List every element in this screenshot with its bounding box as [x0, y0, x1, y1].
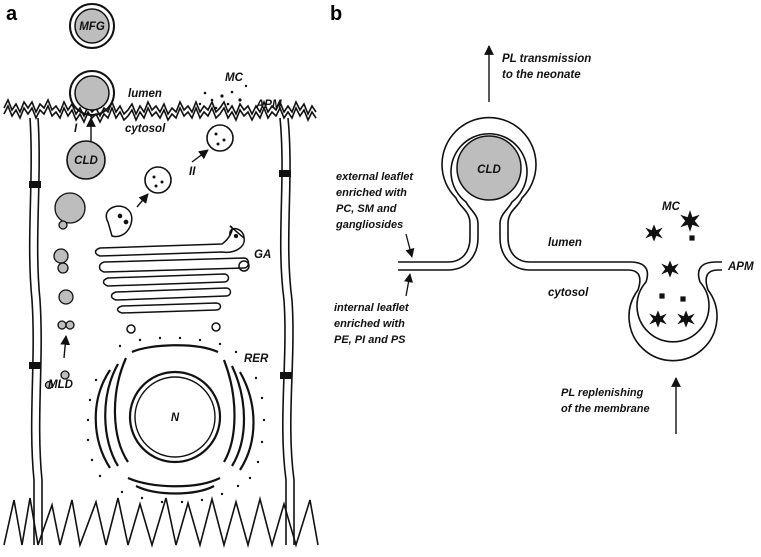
external-leaflet-line-1: external leaflet: [336, 171, 414, 183]
cld-label-b: CLD: [477, 164, 501, 176]
apm-label-b: APM: [727, 261, 754, 273]
vesicle-micelles: [152, 132, 226, 188]
external-leaflet-line-3: PC, SM and: [336, 203, 397, 215]
mfg-label: MFG: [79, 21, 105, 33]
ga-label: GA: [254, 249, 271, 261]
rough-er: [94, 344, 255, 495]
pl-replenishing-line-2: of the membrane: [561, 403, 650, 415]
transport-vesicles: [126, 322, 221, 334]
lipid-droplets: [44, 192, 86, 390]
arrow-mld: [60, 335, 71, 359]
nucleus: N: [128, 370, 222, 464]
arrow-step-2: [191, 149, 209, 163]
internal-leaflet-line-3: PE, PI and PS: [334, 334, 406, 346]
lumen-label-b: lumen: [548, 237, 582, 249]
external-leaflet-line-2: enriched with: [336, 187, 407, 199]
arrow-internal-leaflet: [404, 273, 414, 297]
cytosol-label-a: cytosol: [125, 123, 166, 135]
bilayer-membrane: [398, 116, 722, 362]
step-1-label: I: [74, 123, 78, 135]
panel-a-label: a: [6, 3, 18, 25]
golgi-apparatus: [94, 205, 250, 314]
budding-droplet: [69, 70, 115, 116]
nucleus-label: N: [171, 412, 180, 424]
micelles-b: [645, 210, 700, 328]
step-2-label: II: [189, 166, 196, 178]
cytoplasmic-lipid-droplet: CLD: [66, 140, 106, 180]
milk-fat-globule: MFG: [69, 3, 115, 49]
rer-label: RER: [244, 353, 269, 365]
lateral-membrane-left: [28, 117, 43, 545]
cell-junctions: [29, 170, 292, 379]
apical-membrane-a: [3, 98, 317, 124]
arrow-vesicle: [136, 193, 149, 208]
cld-core: CLD: [456, 135, 522, 201]
secretory-vesicles: [144, 124, 234, 194]
mld-label: MLD: [48, 379, 73, 391]
arrow-external-leaflet: [405, 233, 415, 258]
pl-replenishing-line-1: PL replenishing: [561, 387, 644, 399]
micelle-dots-a: [198, 84, 248, 110]
pl-transmission-line-1: PL transmission: [502, 53, 591, 65]
mc-label-a: MC: [225, 72, 244, 84]
apm-label-a: APM: [255, 99, 282, 111]
external-leaflet-line-4: gangliosides: [335, 219, 403, 231]
basal-membrane-a: [3, 495, 319, 549]
panel-b-label: b: [330, 3, 342, 25]
pl-transmission-line-2: to the neonate: [502, 69, 581, 81]
lateral-membrane-right: [279, 117, 295, 545]
ribosomes: [86, 336, 266, 504]
cytosol-label-b: cytosol: [548, 287, 589, 299]
cld-label-a: CLD: [74, 155, 98, 167]
lumen-label-a: lumen: [128, 88, 162, 100]
internal-leaflet-line-2: enriched with: [334, 318, 405, 330]
internal-leaflet-line-1: internal leaflet: [334, 302, 410, 314]
mc-label-b: MC: [662, 201, 681, 213]
